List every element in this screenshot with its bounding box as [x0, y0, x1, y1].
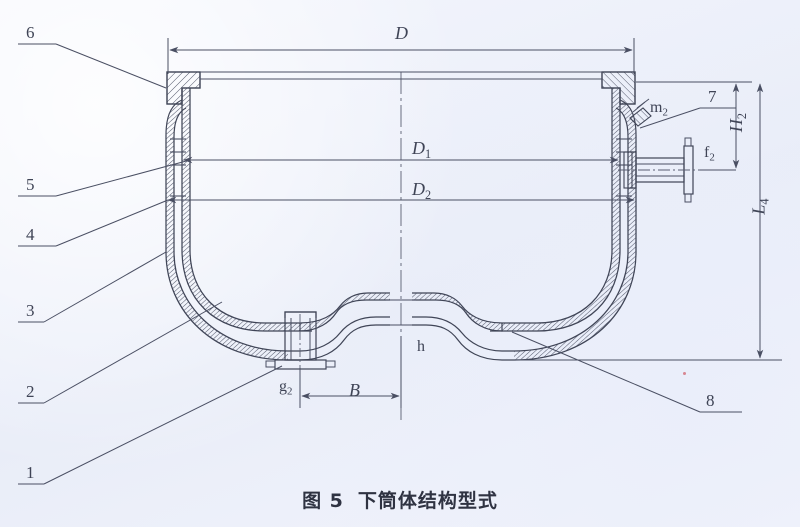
callout-leaders [18, 43, 742, 485]
dim-base-H2: H [725, 119, 746, 133]
figure-caption: 图 5 下筒体结构型式 [0, 486, 800, 513]
callout-3: 3 [26, 301, 35, 320]
caption-number: 图 5 [302, 490, 344, 512]
dimension-label-L4: L4 [748, 198, 772, 215]
dim-sub-D1: 1 [425, 146, 432, 161]
dimension-D [167, 38, 635, 74]
dim-base-D1: D [412, 138, 425, 158]
bottom-transition-left [288, 292, 390, 361]
dim-base-B: B [349, 380, 360, 400]
bottom-transition-right [412, 292, 514, 361]
dim-base-D2: D [412, 179, 425, 199]
dim-base-D: D [395, 23, 408, 43]
bottom-drain-nozzle [265, 311, 336, 372]
dimension-label-D: D [395, 24, 408, 42]
dim-sub-H2: 2 [734, 113, 749, 120]
top-rim-lines [200, 71, 602, 80]
caption-title: 下筒体结构型式 [357, 490, 498, 512]
callout-5: 5 [26, 175, 35, 194]
dim-base-h: h [417, 338, 425, 355]
dimension-label-g2: g2 [279, 379, 292, 397]
inner-shell-left [181, 88, 300, 332]
dim-base-f2: f [704, 144, 710, 161]
dim-base-g2: g [279, 378, 287, 395]
scan-artifact-dot [683, 372, 686, 375]
callout-8: 8 [706, 391, 715, 410]
inner-shell-right [502, 88, 621, 332]
dimension-label-m2: m2 [650, 100, 668, 118]
dimension-H2 [636, 81, 752, 171]
outer-jacket-left [165, 99, 289, 361]
dim-sub-f2: 2 [709, 151, 715, 164]
callout-1: 1 [26, 463, 35, 482]
dim-sub-m2: 2 [662, 106, 668, 119]
small-fitting-m2 [629, 98, 652, 127]
dimension-label-B: B [349, 381, 360, 399]
outer-jacket-right [513, 99, 637, 361]
dim-sub-L4: 4 [757, 198, 772, 205]
dimension-label-h: h [417, 339, 425, 355]
dimension-h [386, 299, 416, 326]
dimension-label-D1: D1 [412, 139, 431, 160]
callout-2: 2 [26, 382, 35, 401]
dim-sub-D2: 2 [425, 187, 432, 202]
callout-7: 7 [708, 87, 717, 106]
side-nozzle-right [618, 137, 700, 203]
dimension-B [299, 336, 402, 408]
callout-4: 4 [26, 225, 35, 244]
dimension-label-H2: H2 [725, 113, 749, 133]
callout-6: 6 [26, 23, 35, 42]
dimension-label-f2: f2 [704, 145, 715, 163]
dim-base-L4: L [748, 204, 769, 215]
dim-sub-g2: 2 [287, 385, 293, 398]
dimension-label-D2: D2 [412, 180, 431, 201]
dim-base-m2: m [650, 99, 663, 116]
dimension-L4 [516, 83, 782, 361]
